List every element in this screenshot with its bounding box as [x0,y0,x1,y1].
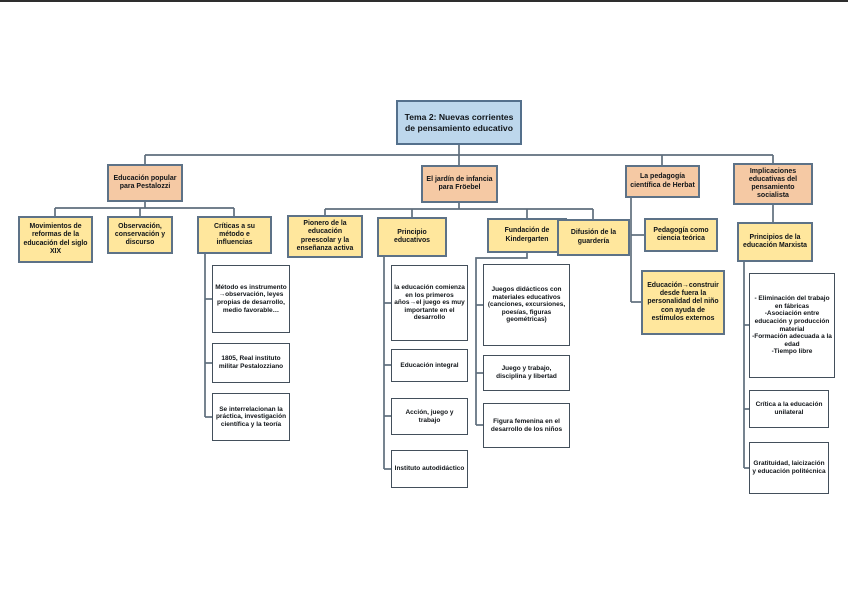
node-educacion-popular-pestalozzi: Educación popular para Pestalozzi [107,164,183,202]
node-pedagogia-ciencia-teorica: Pedagogía como ciencia teórica [644,218,718,252]
node-educacion-primeros-anos: la educación comienza en los primeros añ… [391,265,468,341]
node-instituto-autodidactico: Instituto autodidáctico [391,450,468,488]
node-interrelacion-practica-teoria: Se interrelacionan la práctica, investig… [212,393,290,441]
page-top-rule [0,0,848,2]
node-figura-femenina: Figura femenina en el desarrollo de los … [483,403,570,448]
node-juego-trabajo-disciplina: Juego y trabajo, disciplina y libertad [483,355,570,391]
node-critica-educacion-unilateral: Crítica a la educación unilateral [749,390,829,428]
node-difusion-guarderia: Difusión de la guardería [557,219,630,256]
node-metodo-instrumento: Método es instrumento →observación, leye… [212,265,290,333]
node-tema-2-root: Tema 2: Nuevas corrientes de pensamiento… [396,100,522,145]
node-criticas-metodo-influencias: Críticas a su método e influencias [197,216,272,254]
node-jardin-infancia-froebel: El jardín de infancia para Fröebel [421,165,498,203]
node-gratuidad-laicizacion-politecnica: Gratituidad, laicización y educación pol… [749,442,829,494]
node-pionero-preescolar: Pionero de la educación preescolar y la … [287,215,363,258]
node-observacion-conservacion-discurso: Observación, conservación y discurso [107,216,173,254]
node-juegos-didacticos: Juegos didácticos con materiales educati… [483,264,570,346]
node-accion-juego-trabajo: Acción, juego y trabajo [391,398,468,435]
node-educacion-construir-desde-fuera: Educación→construir desde fuera la perso… [641,270,725,335]
node-implicaciones-socialista: Implicaciones educativas del pensamiento… [733,163,813,205]
node-movimientos-reformas-xix: Movimientos de reformas de la educación … [18,216,93,263]
node-eliminacion-trabajo-fabricas: - Eliminación del trabajo en fábricas -A… [749,273,835,378]
node-principio-educativos: Principio educativos [377,217,447,257]
node-1805-real-instituto: 1805, Real instituto militar Pestalozzia… [212,343,290,383]
node-educacion-integral: Educación integral [391,349,468,382]
node-fundacion-kindergarten: Fundación de Kindergarten [487,218,567,253]
node-principios-educacion-marxista: Principios de la educación Marxista [737,222,813,262]
node-pedagogia-cientifica-herbat: La pedagogía científica de Herbat [625,165,700,198]
